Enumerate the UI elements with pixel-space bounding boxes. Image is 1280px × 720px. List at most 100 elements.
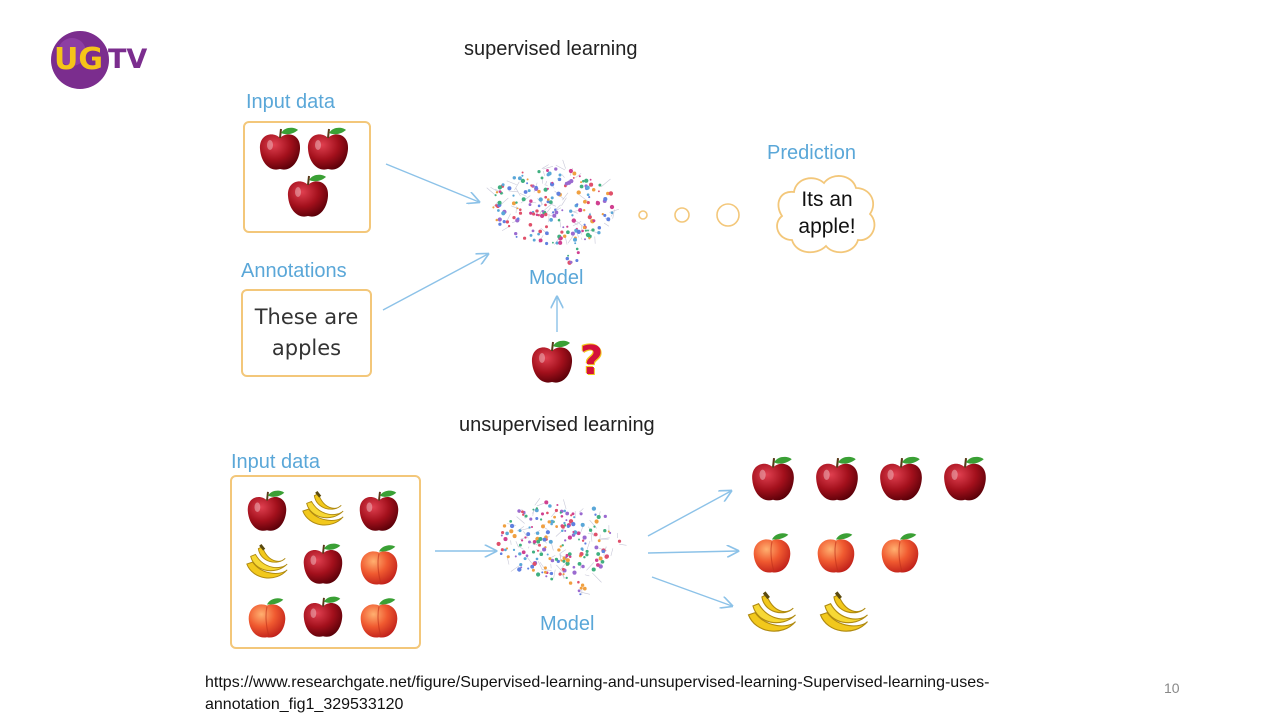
brain-node — [552, 211, 555, 214]
brain-node — [603, 529, 607, 533]
brain-node — [531, 568, 535, 572]
brain-node — [567, 254, 570, 257]
brain-node — [520, 566, 523, 569]
brain-node — [589, 178, 592, 181]
logo-text-ug: UG — [54, 42, 103, 77]
brain-node — [569, 260, 573, 264]
brain-node — [578, 208, 583, 213]
brain-link — [612, 209, 615, 219]
brain-link — [572, 221, 582, 227]
brain-node — [541, 210, 545, 213]
brain-node — [529, 211, 533, 215]
brain-node — [561, 544, 564, 547]
brain-link — [600, 178, 611, 188]
source-line-1[interactable]: https://www.researchgate.net/figure/Supe… — [205, 674, 990, 691]
brain-node — [536, 572, 541, 577]
brain-node — [535, 557, 539, 561]
brain-node — [527, 189, 531, 193]
brain-node — [539, 552, 544, 556]
brain-link — [544, 527, 548, 530]
brain-link — [490, 186, 501, 194]
brain-node — [521, 550, 526, 555]
brain-node — [583, 238, 587, 241]
brain-node — [521, 197, 526, 202]
brain-link — [590, 534, 593, 542]
brain-node — [556, 503, 559, 507]
source-citation[interactable]: https://www.researchgate.net/figure/Supe… — [205, 672, 989, 716]
brain-node — [499, 552, 503, 555]
brain-node — [598, 556, 603, 561]
brain-node — [535, 531, 540, 535]
source-line-2[interactable]: annotation_fig1_329533120 — [205, 696, 404, 713]
brain-node — [523, 557, 527, 561]
brain-node — [576, 229, 581, 235]
brain-node — [509, 520, 513, 523]
brain-node — [536, 549, 540, 552]
brain-link — [559, 553, 561, 559]
brain-node — [494, 194, 497, 197]
brain-link — [526, 556, 533, 564]
brain-node — [495, 218, 499, 222]
brain-node — [512, 215, 516, 220]
question-mark-icon: ? — [580, 338, 604, 384]
brain-node — [563, 234, 567, 238]
brain-node — [537, 204, 541, 208]
brain-node — [535, 516, 539, 521]
brain-node — [520, 178, 526, 184]
brain-network-icon — [496, 497, 627, 596]
brain-node — [594, 545, 599, 550]
brain-node — [593, 532, 598, 537]
brain-node — [591, 187, 596, 192]
brain-link — [575, 173, 582, 178]
brain-node — [543, 566, 547, 570]
brain-node — [562, 559, 566, 563]
brain-node — [534, 185, 538, 190]
brain-node — [576, 251, 580, 255]
brain-node — [518, 552, 522, 556]
brain-node — [580, 547, 584, 551]
annotations-box: These are apples — [241, 289, 372, 377]
brain-node — [514, 555, 517, 558]
banana-icon — [816, 588, 872, 644]
brain-node — [526, 178, 529, 181]
brain-node — [501, 531, 505, 535]
brain-node — [497, 200, 502, 205]
brain-node — [585, 553, 589, 557]
brain-node — [561, 209, 564, 212]
brain-link — [539, 561, 545, 569]
brain-node — [501, 183, 505, 187]
brain-node — [574, 242, 577, 245]
brain-node — [518, 211, 523, 215]
brain-link — [555, 528, 565, 537]
brain-node — [517, 567, 522, 572]
brain-node — [550, 558, 555, 563]
brain-link — [561, 197, 567, 206]
brain-node — [570, 231, 575, 236]
brain-link — [579, 525, 584, 534]
brain-node — [500, 548, 504, 552]
brain-node — [520, 539, 524, 542]
brain-link — [579, 194, 590, 203]
brain-node — [565, 511, 570, 516]
model-to-apples-arrow — [647, 491, 731, 537]
brain-node — [584, 542, 587, 545]
brain-node — [518, 543, 522, 547]
brain-node — [580, 583, 585, 587]
brain-node — [591, 506, 597, 511]
brain-node — [555, 525, 558, 528]
prediction-label: Prediction — [767, 142, 856, 164]
brain-node — [505, 531, 509, 536]
brain-node — [562, 226, 565, 229]
brain-node — [516, 207, 519, 210]
brain-node — [586, 201, 590, 205]
brain-node — [498, 222, 502, 226]
brain-node — [573, 237, 577, 242]
brain-link — [517, 545, 524, 550]
brain-link — [514, 181, 520, 191]
brain-node — [609, 204, 615, 210]
brain-node — [563, 509, 566, 513]
brain-node — [518, 529, 522, 533]
brain-node — [573, 516, 576, 519]
brain-node — [528, 223, 533, 227]
